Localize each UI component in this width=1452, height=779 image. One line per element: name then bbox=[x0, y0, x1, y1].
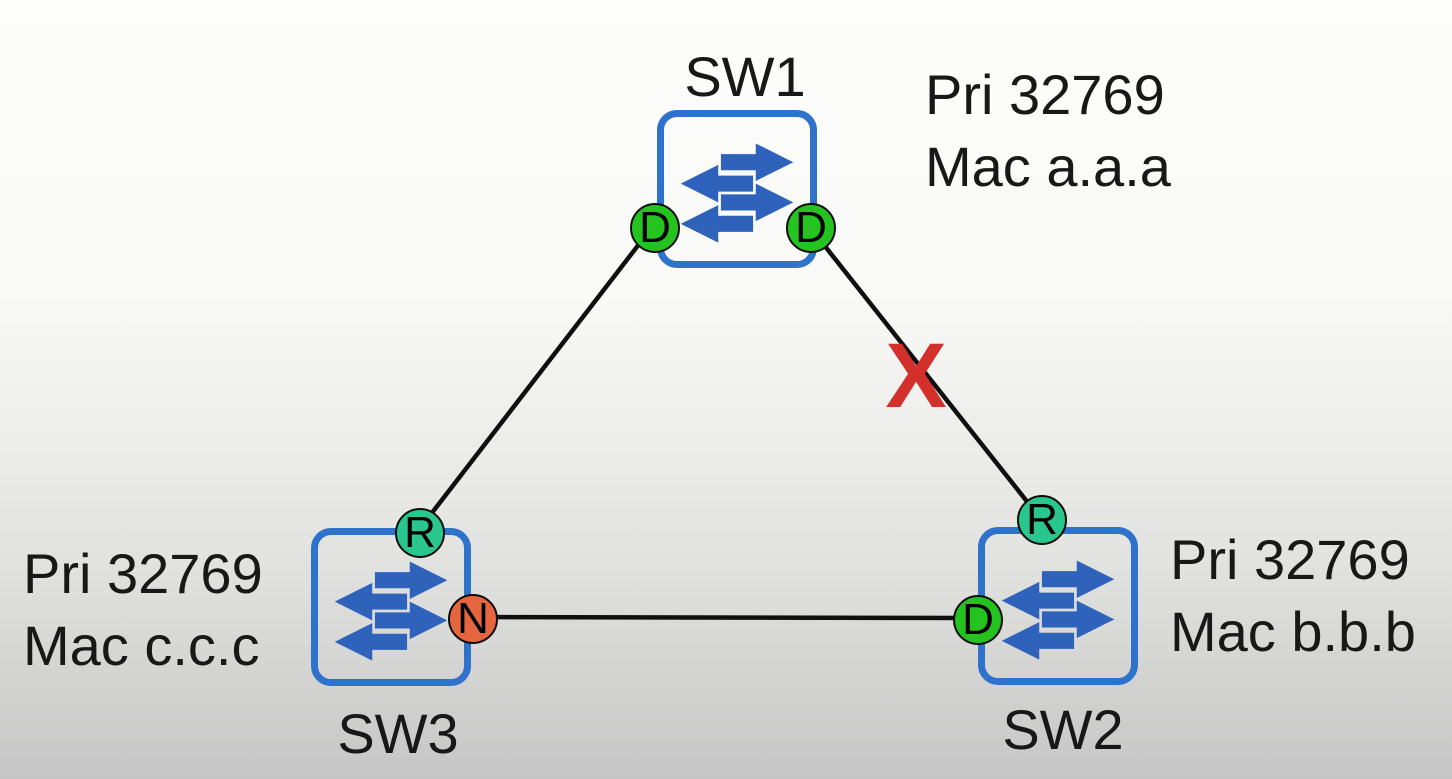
blocked-link-x-marker: X bbox=[885, 325, 947, 427]
switch-arrows-icon bbox=[334, 561, 448, 661]
switch-info-sw3: Pri 32769 Mac c.c.c bbox=[23, 538, 263, 682]
priority-text-sw2: Pri 32769 bbox=[1170, 528, 1410, 591]
switch-label-sw1: SW1 bbox=[684, 45, 806, 108]
switch-sw3 bbox=[311, 528, 471, 686]
port-badge-sw1-right-designated: D bbox=[786, 203, 836, 253]
switch-arrows-icon bbox=[680, 143, 794, 243]
mac-text-sw1: Mac a.a.a bbox=[925, 135, 1171, 198]
mac-text-sw2: Mac b.b.b bbox=[1170, 600, 1416, 663]
switch-arrows-icon bbox=[1001, 560, 1115, 660]
link-sw3-sw2 bbox=[468, 614, 979, 621]
port-badge-sw2-top-root: R bbox=[1017, 495, 1067, 545]
switch-sw2 bbox=[978, 527, 1138, 685]
switch-icon bbox=[680, 143, 794, 243]
mac-text-sw3: Mac c.c.c bbox=[23, 614, 260, 677]
port-badge-sw1-left-designated: D bbox=[630, 203, 680, 253]
switch-sw1 bbox=[657, 110, 817, 268]
link-sw1-sw3 bbox=[415, 223, 656, 534]
port-badge-sw3-top-root: R bbox=[395, 508, 445, 558]
switch-label-sw2: SW2 bbox=[1002, 698, 1124, 761]
switch-icon bbox=[1001, 560, 1115, 660]
priority-text-sw1: Pri 32769 bbox=[925, 63, 1165, 126]
priority-text-sw3: Pri 32769 bbox=[23, 542, 263, 605]
link-sw1-sw2 bbox=[806, 223, 1043, 521]
port-badge-sw3-right-nondesignated: N bbox=[448, 594, 498, 644]
switch-info-sw2: Pri 32769 Mac b.b.b bbox=[1170, 524, 1416, 668]
switch-icon bbox=[334, 561, 448, 661]
switch-info-sw1: Pri 32769 Mac a.a.a bbox=[925, 59, 1171, 203]
switch-label-sw3: SW3 bbox=[337, 702, 459, 765]
port-badge-sw2-left-designated: D bbox=[953, 595, 1003, 645]
